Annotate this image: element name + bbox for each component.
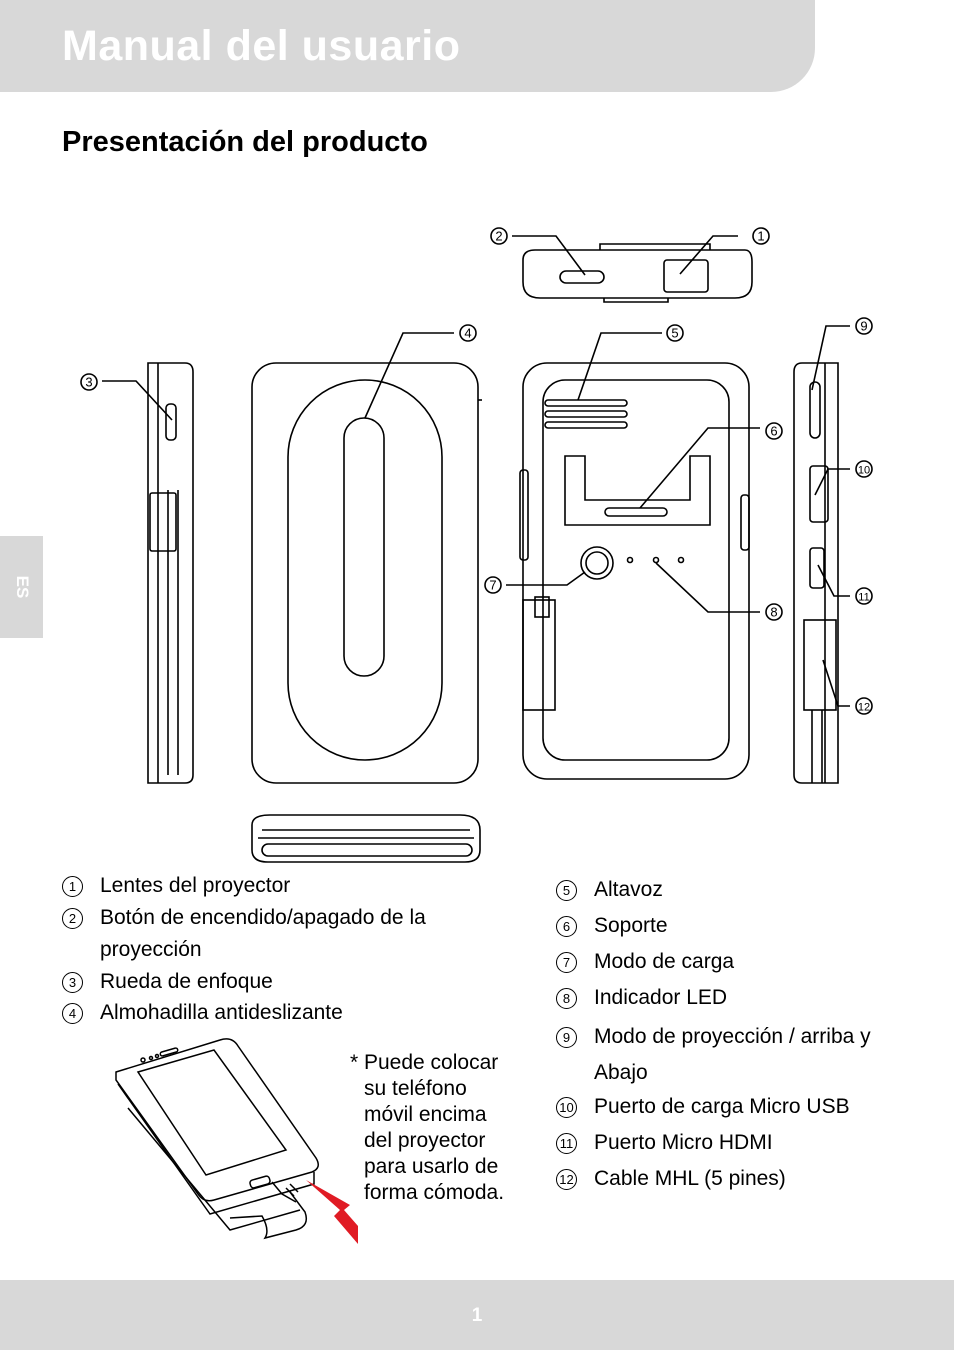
legend-number: 5: [556, 880, 577, 901]
legend-number: 3: [62, 972, 83, 993]
callout-1: 1: [757, 229, 764, 244]
callout-8: 8: [770, 605, 777, 620]
legend-item: 7 Modo de carga: [556, 946, 906, 978]
leader-lines: [102, 235, 850, 707]
legend-number: 7: [556, 952, 577, 973]
callout-7: 7: [489, 578, 496, 593]
page-number: 1: [471, 1305, 483, 1326]
legend-item: 5 Altavoz: [556, 874, 906, 906]
device-top-view: [522, 243, 753, 303]
callout-9: 9: [860, 319, 867, 334]
legend-number: 12: [556, 1169, 577, 1190]
legend-number: 10: [556, 1097, 577, 1118]
note-text: Puede colocar su teléfono móvil encima d…: [364, 1051, 505, 1204]
legend-text: Cable MHL (5 pines): [594, 1167, 786, 1190]
header-band: [0, 0, 815, 92]
legend-text: Lentes del proyector: [100, 874, 291, 897]
callout-markers: 1 2 3 4 5 6 7 8 9 10 11 12: [80, 227, 873, 715]
legend-item: 12 Cable MHL (5 pines): [556, 1163, 906, 1195]
callout-2: 2: [495, 229, 502, 244]
legend-item: 3 Rueda de enfoque: [62, 966, 482, 998]
device-front-view: [519, 362, 750, 780]
legend-text: Indicador LED: [594, 986, 728, 1009]
callout-11: 11: [858, 592, 869, 604]
legend-number: 4: [62, 1003, 83, 1024]
device-back-view: [251, 362, 482, 784]
legend-text: Almohadilla antideslizante: [100, 1001, 343, 1024]
callout-12: 12: [858, 702, 870, 714]
legend-item: 2 Botón de encendido/apagado de la proye…: [62, 902, 482, 966]
footer-band: [0, 1280, 954, 1350]
device-bottom-view: [251, 814, 481, 863]
legend-text: Rueda de enfoque: [100, 970, 273, 993]
phone-on-projector-illustration: [115, 1038, 319, 1240]
legend-text: Altavoz: [594, 878, 663, 901]
section-title: Presentación del producto: [62, 126, 428, 158]
legend-number: 11: [556, 1133, 577, 1154]
callout-5: 5: [671, 326, 678, 341]
legend-text: Puerto de carga Micro USB: [594, 1095, 850, 1118]
legend-item: 4 Almohadilla antideslizante: [62, 997, 482, 1029]
legend-number: 1: [62, 876, 83, 897]
legend-item: 11 Puerto Micro HDMI: [556, 1127, 906, 1159]
legend-item: 10 Puerto de carga Micro USB: [556, 1091, 906, 1123]
page-title: Manual del usuario: [62, 22, 461, 70]
legend-number: 8: [556, 988, 577, 1009]
callout-4: 4: [464, 326, 471, 341]
callout-3: 3: [85, 375, 92, 390]
callout-6: 6: [770, 424, 777, 439]
callout-10: 10: [858, 465, 870, 477]
legend-item: 1 Lentes del proyector: [62, 870, 482, 902]
legend-text: Puerto Micro HDMI: [594, 1131, 773, 1154]
legend-item: 9 Modo de proyección / arriba y Abajo: [556, 1019, 906, 1091]
note-marker: *: [350, 1051, 359, 1074]
legend-number: 6: [556, 916, 577, 937]
legend-item: 6 Soporte: [556, 910, 906, 942]
red-arrow-icon: [306, 1180, 358, 1244]
usage-note: * Puede colocar su teléfono móvil encima…: [350, 1050, 520, 1206]
legend-item: 8 Indicador LED: [556, 982, 906, 1014]
legend-text: Modo de proyección / arriba y Abajo: [594, 1025, 871, 1084]
legend-text: Botón de encendido/apagado de la proyecc…: [100, 906, 426, 961]
device-left-side-view: [147, 362, 194, 784]
legend-number: 2: [62, 908, 83, 929]
device-right-side-view: [793, 362, 839, 784]
legend-text: Soporte: [594, 914, 668, 937]
legend-text: Modo de carga: [594, 950, 735, 973]
language-tab: ES: [0, 536, 43, 638]
legend-number: 9: [556, 1027, 577, 1048]
